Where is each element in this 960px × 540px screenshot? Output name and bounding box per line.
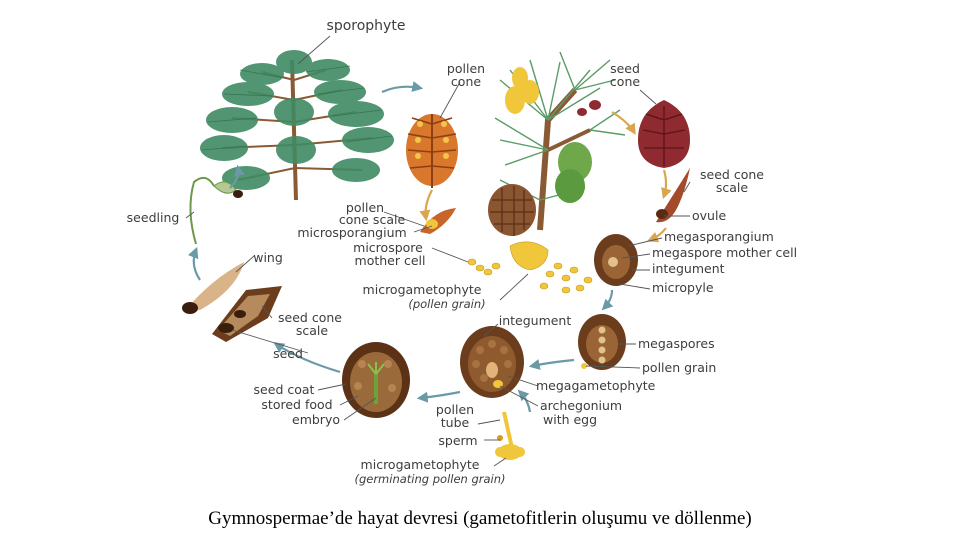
label-megasporangium: megasporangium bbox=[664, 229, 774, 244]
pine-branch bbox=[488, 51, 626, 236]
label-seedling: seedling bbox=[127, 210, 180, 225]
label-pollen-cone-scale-1: pollen bbox=[346, 200, 384, 215]
label-seed: seed bbox=[273, 346, 303, 361]
arrow-pollen-tube bbox=[517, 389, 532, 413]
label-pollen-tube-1: pollen bbox=[436, 402, 474, 417]
label-seed-coat: seed coat bbox=[254, 382, 315, 397]
label-embryo: embryo bbox=[292, 412, 340, 427]
arrow-to-ovule bbox=[646, 227, 667, 243]
label-sperm: sperm bbox=[438, 433, 477, 448]
seedling bbox=[189, 176, 243, 245]
seed-cone bbox=[638, 100, 690, 168]
label-archegonium-1: archegonium bbox=[540, 398, 622, 413]
pollen-grains bbox=[467, 241, 593, 294]
arrow-to-megaspores bbox=[601, 289, 614, 311]
arrow-to-scale-left bbox=[419, 189, 433, 222]
arrow-to-megagametophyte bbox=[528, 358, 575, 370]
label-germinating-1: microgametophyte bbox=[361, 457, 480, 472]
labels: pollen cone seed cone seed cone scale ov… bbox=[127, 61, 797, 486]
label-archegonium-2: with egg bbox=[543, 412, 597, 427]
label-seed-cone-scale-left-1: seed cone bbox=[278, 310, 342, 325]
arrow-to-seed bbox=[416, 390, 461, 403]
label-seed-cone-2: cone bbox=[610, 74, 640, 89]
label-megagametophyte: megagametophyte bbox=[536, 378, 656, 393]
label-megaspores: megaspores bbox=[638, 336, 715, 351]
arrow-to-sporophyte bbox=[229, 164, 245, 189]
label-integument-top: integument bbox=[652, 261, 725, 276]
label-micropyle: micropyle bbox=[652, 280, 714, 295]
pollen-cone-scale bbox=[420, 208, 456, 234]
label-pollen-cone-2: cone bbox=[451, 74, 481, 89]
label-pollen-grain: pollen grain bbox=[642, 360, 716, 375]
label-wing: wing bbox=[253, 250, 283, 265]
germinating-pollen-grain bbox=[495, 411, 525, 460]
ovule-megaspores bbox=[578, 314, 626, 370]
ovule-megasporangium bbox=[594, 234, 638, 286]
label-integument-mid: integument bbox=[499, 313, 572, 328]
label-microgametophyte-1: microgametophyte bbox=[363, 282, 482, 297]
label-pollen-cone-1: pollen bbox=[447, 61, 485, 76]
seed-cone-scale-right bbox=[656, 168, 690, 223]
label-microspore-1: microspore bbox=[353, 240, 423, 255]
leader-lines bbox=[185, 81, 691, 467]
label-microsporangium: microsporangium bbox=[297, 225, 406, 240]
label-germinating-2: (germinating pollen grain) bbox=[354, 472, 505, 486]
ovule-megagametophyte bbox=[460, 326, 524, 398]
label-pollen-tube-2: tube bbox=[441, 415, 470, 430]
sporophyte-tree bbox=[200, 50, 394, 201]
label-seed-cone-scale-2: scale bbox=[716, 180, 749, 195]
label-seed-cone-scale-left-2: scale bbox=[296, 323, 329, 338]
label-seed-cone-1: seed bbox=[610, 61, 640, 76]
seed-with-embryo bbox=[342, 342, 410, 418]
pollen-cone bbox=[406, 114, 458, 188]
label-microspore-2: mother cell bbox=[355, 253, 426, 268]
figure-caption: Gymnospermae’de hayat devresi (gametofit… bbox=[208, 508, 752, 529]
label-stored-food: stored food bbox=[261, 397, 332, 412]
arrow-to-seedling bbox=[188, 246, 201, 281]
label-sporophyte: sporophyte bbox=[327, 18, 406, 34]
arrow-to-winged-seed bbox=[273, 342, 341, 374]
arrow-to-pollen-cone bbox=[381, 81, 424, 94]
label-megaspore-mother-cell: megaspore mother cell bbox=[652, 245, 797, 260]
label-pollen-cone-scale-2: cone scale bbox=[339, 212, 406, 227]
label-microgametophyte-2: (pollen grain) bbox=[408, 297, 485, 311]
winged-seeds bbox=[182, 262, 282, 342]
label-seed-cone-scale-1: seed cone bbox=[700, 167, 764, 182]
label-ovule: ovule bbox=[692, 208, 726, 223]
arrow-to-seed-cone bbox=[611, 111, 636, 135]
arrow-to-scale bbox=[661, 169, 672, 200]
